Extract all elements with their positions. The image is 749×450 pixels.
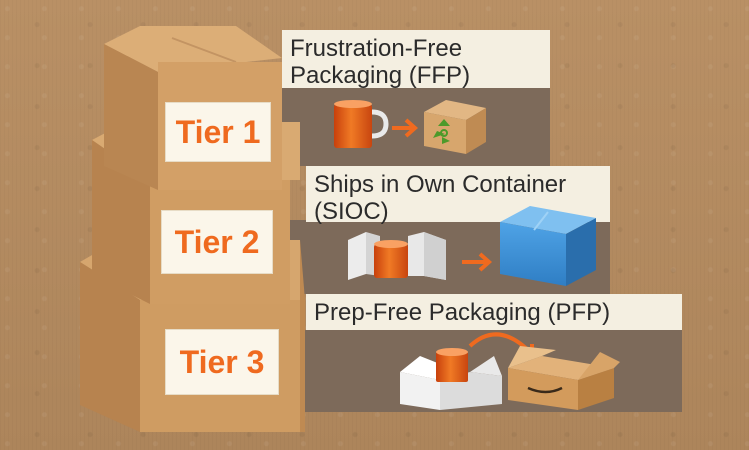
arrow-icon bbox=[392, 118, 419, 138]
tier-1-title-line-1: Frustration-Free bbox=[290, 35, 463, 62]
arrow-icon bbox=[462, 252, 493, 272]
smile-logo-icon bbox=[527, 386, 563, 394]
tier-2-title-line-1: Ships in Own Container bbox=[314, 171, 567, 198]
mug-icon bbox=[334, 100, 389, 148]
mug-icon bbox=[374, 240, 408, 278]
tier-2-title: Ships in Own Container (SIOC) bbox=[306, 166, 610, 225]
tier-1-title: Frustration-Free Packaging (FFP) bbox=[282, 30, 550, 89]
tier-1-title-line-2: Packaging (FFP) bbox=[290, 62, 471, 89]
amazon-box-icon bbox=[508, 346, 620, 410]
tier-2-label: Tier 2 bbox=[162, 211, 272, 273]
small-box-icon bbox=[424, 100, 486, 154]
tier-2-title-line-2: (SIOC) bbox=[314, 198, 389, 225]
tier-3-title: Prep-Free Packaging (PFP) bbox=[306, 294, 682, 330]
blue-box-icon bbox=[500, 206, 596, 286]
tier-3-label: Tier 3 bbox=[166, 330, 278, 394]
open-box-icon bbox=[400, 348, 502, 410]
recycle-icon bbox=[433, 119, 450, 144]
foam-insert-icon bbox=[348, 232, 446, 280]
tier-1-label: Tier 1 bbox=[166, 103, 270, 161]
tier-3-title-line-1: Prep-Free Packaging (PFP) bbox=[314, 299, 611, 326]
